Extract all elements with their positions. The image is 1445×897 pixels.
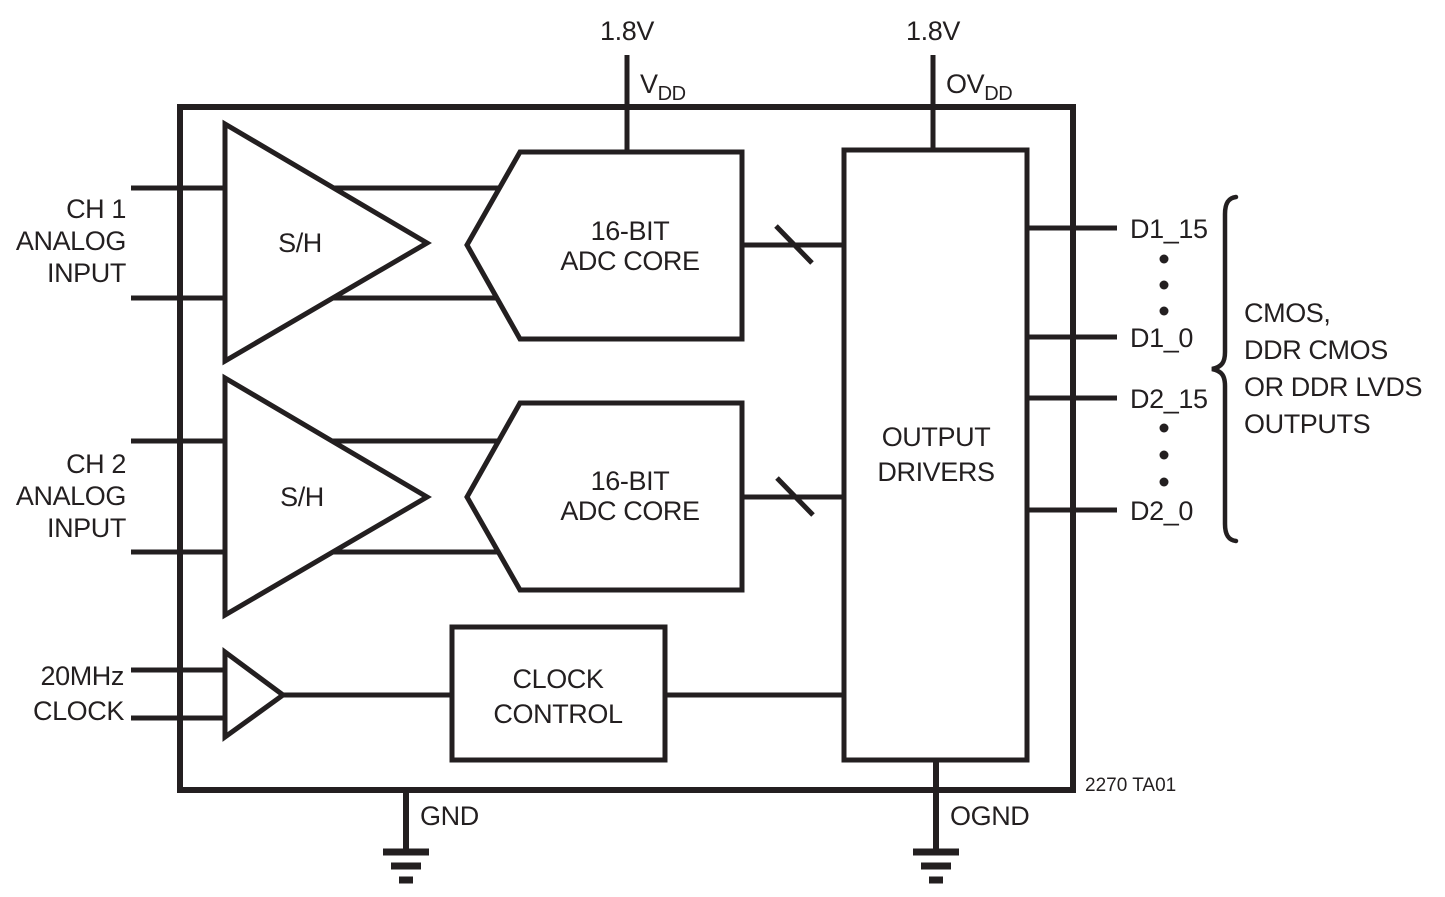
blocks (222, 119, 1030, 763)
output-drivers-caption-line1: OUTPUT (882, 422, 991, 452)
bus-slash-icon-2 (775, 476, 815, 517)
ch1-label-line1: CH 1 (66, 194, 126, 224)
adc2-caption: 16-BIT ADC CORE (560, 466, 700, 526)
gnd-ground-icon (383, 848, 429, 884)
adc1-caption: 16-BIT ADC CORE (560, 216, 700, 276)
clock-control-block (449, 624, 668, 763)
vdd-pin-label: VDD (640, 69, 686, 105)
ch2-label-line1: CH 2 (66, 449, 126, 479)
ovdd-pin-sub: DD (984, 83, 1012, 105)
sh-amplifier-2 (222, 373, 432, 620)
output-drivers-caption: OUTPUT DRIVERS (877, 422, 995, 487)
ch1-label-line3: INPUT (47, 258, 126, 288)
ch1-input-label: CH 1 ANALOG INPUT (16, 194, 127, 288)
clock-label-line2: CLOCK (33, 696, 124, 726)
sh1-caption: S/H (278, 228, 322, 258)
ch2-label-line3: INPUT (47, 513, 126, 543)
output-drivers-caption-line2: DRIVERS (877, 457, 994, 487)
adc1-caption-line1: 16-BIT (591, 216, 670, 246)
ch2-label-line2: ANALOG (16, 481, 126, 511)
outputs-description-line2: DDR CMOS (1244, 335, 1388, 365)
clock-control-caption-line1: CLOCK (512, 664, 603, 694)
outputs-brace-icon (1211, 194, 1239, 544)
clock-label-line1: 20MHz (40, 661, 124, 691)
d2-15-pin-label: D2_15 (1130, 384, 1208, 414)
figure-number-label: 2270 TA01 (1085, 775, 1176, 796)
d1-ellipsis-dots (1159, 254, 1169, 316)
ch1-label-line2: ANALOG (16, 226, 126, 256)
vdd-voltage-label: 1.8V (600, 16, 654, 46)
d2-0-pin-label: D2_0 (1130, 496, 1193, 526)
clock-buffer-triangle (222, 647, 288, 742)
ovdd-pin-main: OV (946, 69, 985, 99)
adc-core-2-block (464, 400, 745, 593)
sh2-caption: S/H (280, 482, 324, 512)
clock-control-caption-line2: CONTROL (493, 699, 623, 729)
ch2-input-label: CH 2 ANALOG INPUT (16, 449, 127, 543)
adc1-caption-line2: ADC CORE (560, 246, 699, 276)
adc-core-1-block (464, 149, 745, 342)
outputs-description-line1: CMOS, (1244, 298, 1331, 328)
output-drivers-block (841, 147, 1030, 763)
ovdd-voltage-label: 1.8V (906, 16, 960, 46)
clock-input-label: 20MHz CLOCK (33, 661, 125, 726)
outputs-description-line4: OUTPUTS (1244, 409, 1370, 439)
ognd-ground-icon (913, 848, 959, 884)
vdd-pin-main: V (640, 69, 658, 99)
ovdd-pin-label: OVDD (946, 69, 1012, 105)
chip-boundary (177, 104, 1076, 793)
gnd-pin-label: GND (420, 801, 479, 831)
d1-15-pin-label: D1_15 (1130, 214, 1208, 244)
ognd-pin-label: OGND (950, 801, 1029, 831)
labels: 1.8V 1.8V VDD OVDD CH 1 ANALOG INPUT CH … (16, 16, 1423, 831)
adc2-caption-line1: 16-BIT (591, 466, 670, 496)
clock-control-caption: CLOCK CONTROL (493, 664, 623, 729)
sh-amplifier-1 (222, 119, 432, 366)
d2-ellipsis-dots (1159, 423, 1169, 487)
vdd-pin-sub: DD (658, 83, 686, 105)
outputs-description-line3: OR DDR LVDS (1244, 372, 1422, 402)
adc2-caption-line2: ADC CORE (560, 496, 699, 526)
bus-slash-icon-1 (774, 224, 814, 265)
d1-0-pin-label: D1_0 (1130, 323, 1193, 353)
outputs-description: CMOS, DDR CMOS OR DDR LVDS OUTPUTS (1244, 298, 1423, 439)
